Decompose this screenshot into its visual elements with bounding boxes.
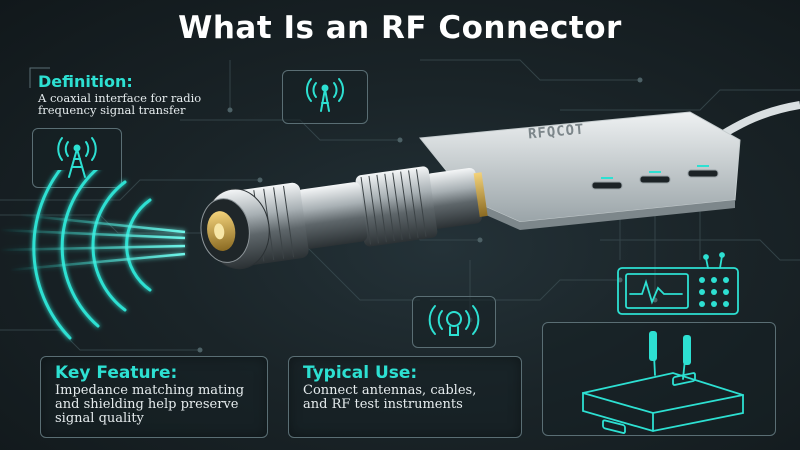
typical-use-text: Connect antennas, cables, and RF test in… bbox=[303, 383, 477, 413]
typical-use-heading: Typical Use: bbox=[303, 363, 418, 383]
key-feature-text: Impedance matching mating and shielding … bbox=[55, 383, 245, 427]
definition-heading: Definition: bbox=[38, 72, 133, 91]
oscilloscope-icon bbox=[617, 252, 739, 315]
signal-waves bbox=[0, 170, 186, 340]
key-feature-heading: Key Feature: bbox=[55, 363, 178, 383]
router-icon-box bbox=[542, 322, 776, 436]
definition-text: A coaxial interface for radio frequency … bbox=[38, 91, 202, 118]
typical-use-panel: Typical Use: Connect antennas, cables, a… bbox=[288, 356, 522, 438]
antenna-tower-icon-box bbox=[32, 128, 122, 188]
definition-panel: Definition: A coaxial interface for radi… bbox=[30, 68, 238, 130]
key-feature-panel: Key Feature: Impedance matching mating a… bbox=[40, 356, 268, 438]
router-icon bbox=[582, 331, 744, 434]
antenna-icon-box bbox=[282, 70, 368, 124]
wireless-bulb-icon bbox=[428, 305, 480, 336]
page-title: What Is an RF Connector bbox=[178, 10, 622, 46]
wireless-bulb-icon-box bbox=[412, 296, 496, 348]
antenna-tower-icon bbox=[57, 137, 97, 178]
antenna-icon bbox=[306, 78, 344, 112]
definition-frame bbox=[29, 67, 50, 88]
